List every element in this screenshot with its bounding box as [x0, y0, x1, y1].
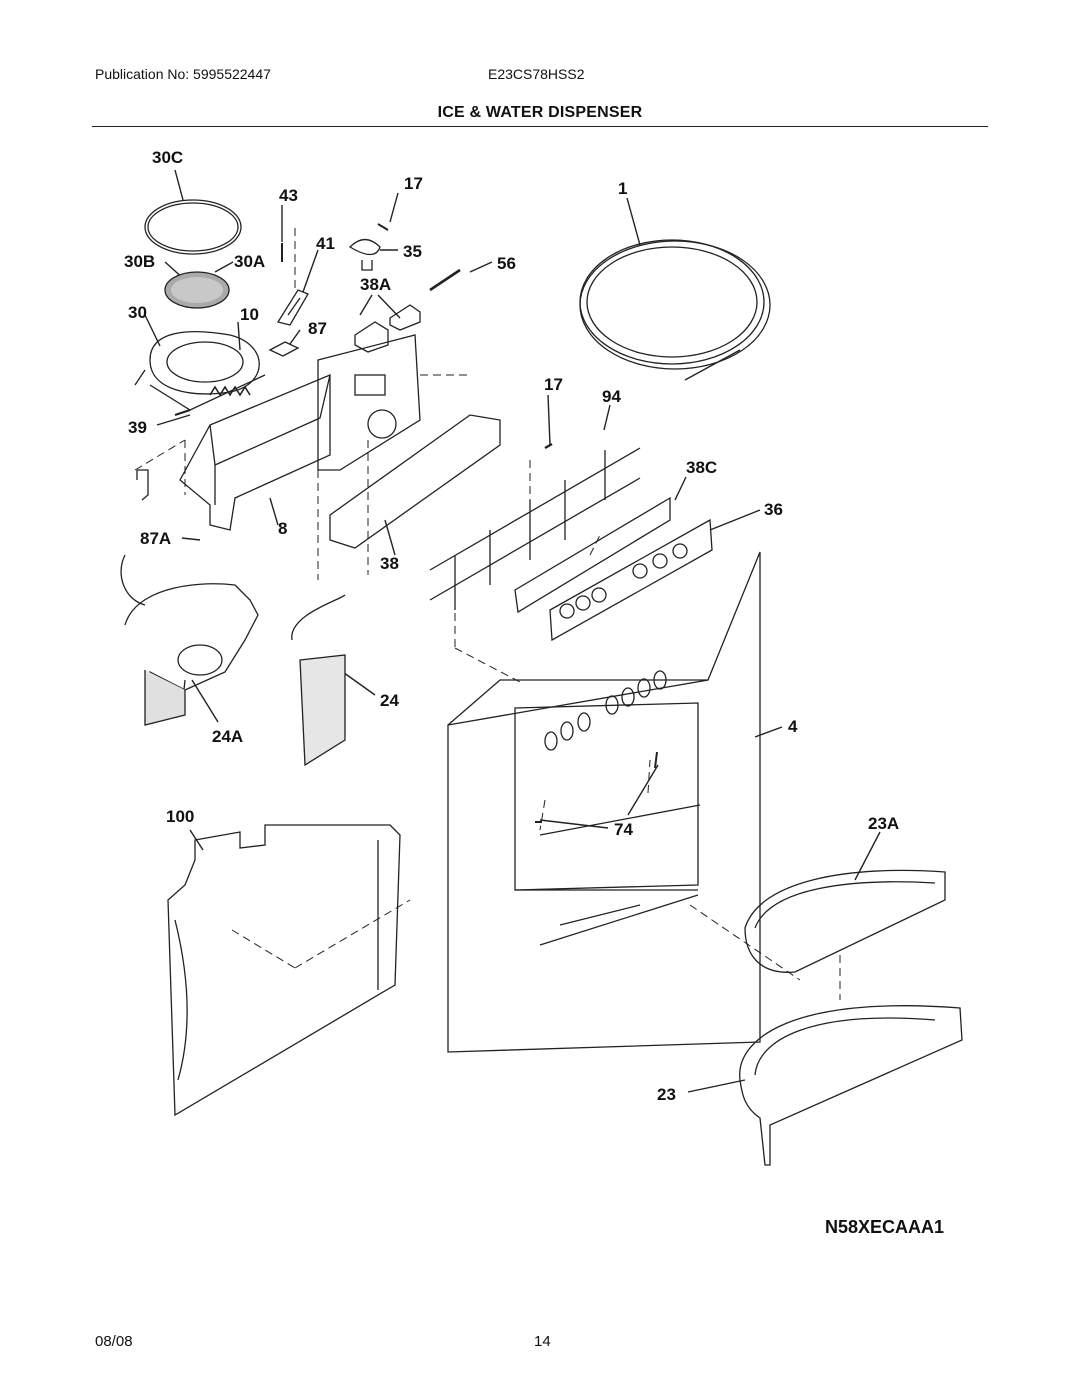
screw-17-mid [544, 442, 553, 450]
label-10: 10 [240, 305, 259, 324]
label-43: 43 [279, 186, 298, 205]
label-4: 4 [788, 717, 798, 736]
spring [209, 385, 251, 397]
label-38: 38 [380, 554, 399, 573]
clip-38a-right [389, 304, 421, 331]
label-38c: 38C [686, 458, 718, 477]
button-board-38c [514, 496, 671, 614]
page-number: 14 [534, 1333, 551, 1350]
label-8: 8 [278, 519, 288, 538]
label-23: 23 [657, 1085, 676, 1104]
footer-date: 08/08 [95, 1333, 133, 1350]
chute-flap-24 [299, 654, 346, 767]
label-35: 35 [403, 242, 422, 261]
publication-number: Publication No: 5995522447 [95, 66, 271, 82]
label-36: 36 [764, 500, 783, 519]
page-title: ICE & WATER DISPENSER [437, 104, 643, 121]
grid-94 [429, 447, 641, 610]
overlay-36 [549, 518, 713, 642]
label-1: 1 [618, 179, 628, 198]
header-rule [92, 126, 988, 127]
label-41: 41 [316, 234, 335, 253]
solenoid-35 [348, 238, 381, 271]
drip-tray-23 [739, 1005, 963, 1166]
label-23a: 23A [868, 814, 900, 833]
model-number: E23CS78HSS2 [488, 66, 585, 82]
label-30a: 30A [234, 252, 266, 271]
label-24a: 24A [212, 727, 244, 746]
label-17-top: 17 [404, 174, 423, 193]
drip-tray-grille-23a [744, 869, 946, 973]
leader-lines [144, 169, 881, 1093]
clip-10 [268, 341, 300, 357]
assembly-guides [134, 228, 841, 1000]
label-24: 24 [380, 691, 399, 710]
bracket-87a [136, 469, 149, 501]
label-94: 94 [602, 387, 621, 406]
dispenser-frame [317, 334, 421, 471]
door-ring-30 [149, 331, 260, 395]
label-17-mid: 17 [544, 375, 563, 394]
label-39: 39 [128, 418, 147, 437]
diagram-code: N58XECAAA1 [825, 1217, 945, 1237]
bracket-41 [276, 289, 309, 326]
chute-housing-8 [179, 374, 331, 531]
label-30b: 30B [124, 252, 156, 271]
label-74: 74 [614, 820, 633, 839]
water-tube-coil [579, 239, 765, 365]
label-38a: 38A [360, 275, 392, 294]
label-30: 30 [128, 303, 147, 322]
control-board-38 [329, 414, 501, 549]
ice-chute-24a [124, 583, 259, 721]
screw-74-top [654, 751, 658, 769]
label-30c: 30C [152, 148, 184, 167]
label-87: 87 [308, 319, 327, 338]
pin-56 [429, 268, 461, 292]
label-56: 56 [497, 254, 516, 273]
screw-17-top [377, 223, 389, 231]
shield-100 [167, 824, 401, 1117]
clip-38a-left [354, 321, 389, 353]
label-87a: 87A [140, 529, 172, 548]
gasket-30c [144, 199, 242, 255]
label-100: 100 [166, 807, 195, 826]
front-panel-4 [447, 551, 761, 1053]
